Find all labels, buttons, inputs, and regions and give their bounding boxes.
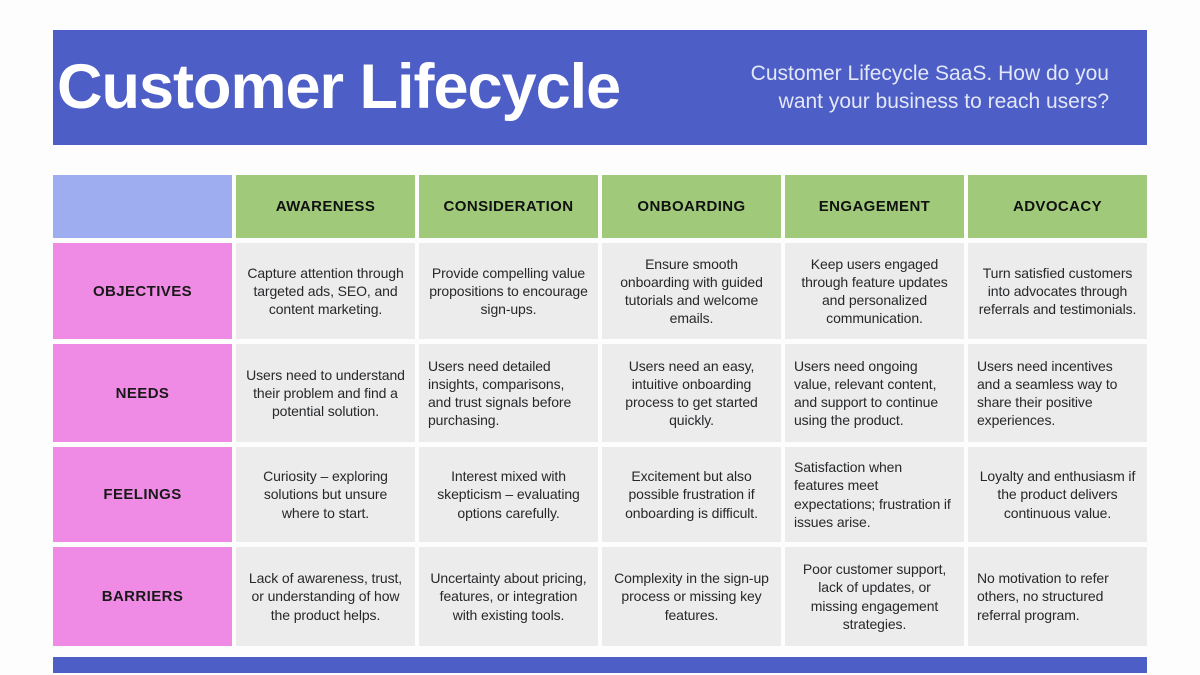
cell-needs-onboarding: Users need an easy, intuitive onboarding… (602, 344, 781, 442)
column-header-onboarding: ONBOARDING (602, 175, 781, 238)
row-header-needs: NEEDS (53, 344, 232, 442)
row-header-barriers: BARRIERS (53, 547, 232, 646)
column-header-awareness: AWARENESS (236, 175, 415, 238)
cell-objectives-consideration: Provide compelling value propositions to… (419, 243, 598, 339)
cell-needs-advocacy: Users need incentives and a seamless way… (968, 344, 1147, 442)
cell-feelings-engagement: Satisfaction when features meet expectat… (785, 447, 964, 542)
cell-needs-awareness: Users need to understand their problem a… (236, 344, 415, 442)
column-header-consideration: CONSIDERATION (419, 175, 598, 238)
cell-barriers-engagement: Poor customer support, lack of updates, … (785, 547, 964, 646)
cell-needs-engagement: Users need ongoing value, relevant conte… (785, 344, 964, 442)
banner-subtitle: Customer Lifecycle SaaS. How do you want… (751, 60, 1109, 115)
cell-barriers-awareness: Lack of awareness, trust, or understandi… (236, 547, 415, 646)
footer-bar (53, 657, 1147, 673)
cell-feelings-advocacy: Loyalty and enthusiasm if the product de… (968, 447, 1147, 542)
page-title: Customer Lifecycle (57, 52, 621, 122)
lifecycle-matrix: AWARENESS CONSIDERATION ONBOARDING ENGAG… (53, 175, 1147, 646)
cell-barriers-advocacy: No motivation to refer others, no struct… (968, 547, 1147, 646)
cell-objectives-advocacy: Turn satisfied customers into advocates … (968, 243, 1147, 339)
cell-feelings-onboarding: Excitement but also possible frustration… (602, 447, 781, 542)
cell-barriers-onboarding: Complexity in the sign-up process or mis… (602, 547, 781, 646)
cell-objectives-engagement: Keep users engaged through feature updat… (785, 243, 964, 339)
row-header-objectives: OBJECTIVES (53, 243, 232, 339)
cell-objectives-awareness: Capture attention through targeted ads, … (236, 243, 415, 339)
cell-needs-consideration: Users need detailed insights, comparison… (419, 344, 598, 442)
banner-subtitle-line2: want your business to reach users? (778, 89, 1109, 113)
column-header-advocacy: ADVOCACY (968, 175, 1147, 238)
column-header-engagement: ENGAGEMENT (785, 175, 964, 238)
banner-subtitle-line1: Customer Lifecycle SaaS. How do you (750, 62, 1109, 86)
row-header-feelings: FEELINGS (53, 447, 232, 542)
header-banner: Customer Lifecycle Customer Lifecycle Sa… (53, 30, 1147, 145)
cell-objectives-onboarding: Ensure smooth onboarding with guided tut… (602, 243, 781, 339)
cell-feelings-consideration: Interest mixed with skepticism – evaluat… (419, 447, 598, 542)
cell-feelings-awareness: Curiosity – exploring solutions but unsu… (236, 447, 415, 542)
corner-cell (53, 175, 232, 238)
cell-barriers-consideration: Uncertainty about pricing, features, or … (419, 547, 598, 646)
